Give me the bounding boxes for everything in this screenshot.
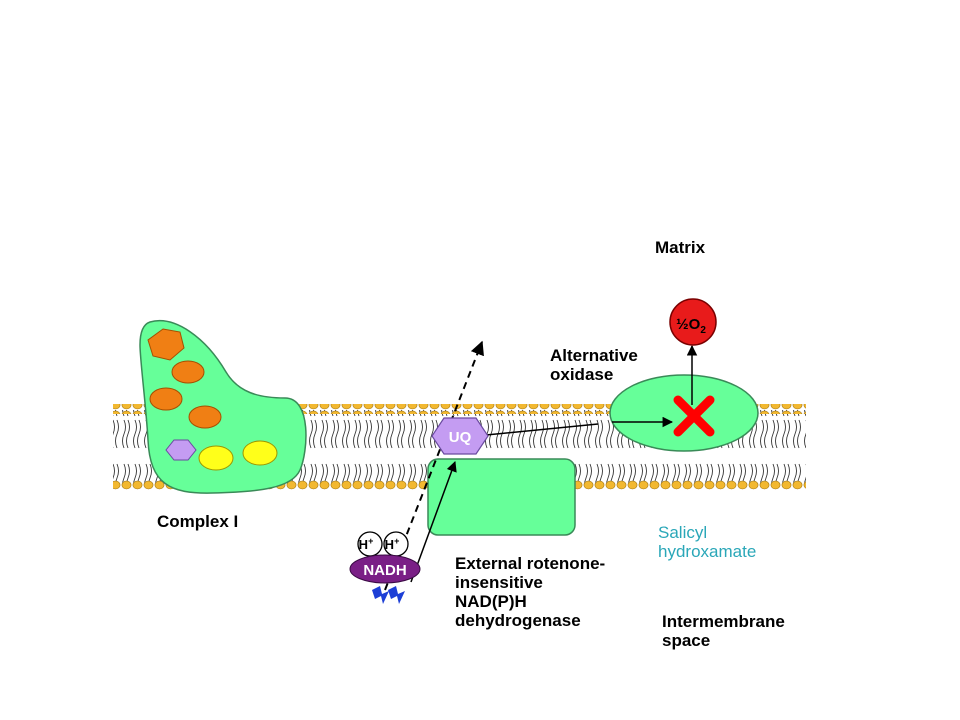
arrow-nadh-to-uq <box>410 461 457 583</box>
proton: H+ <box>357 531 383 557</box>
label-line: Salicyl <box>658 523 708 542</box>
oxygen-subscript: 2 <box>700 325 706 336</box>
external-dehydrogenase <box>427 458 576 536</box>
complex-i <box>139 320 307 494</box>
dashed-arrow <box>384 340 484 591</box>
label-line: insensitive <box>455 573 543 592</box>
cluster-hexagon-purple <box>165 439 197 461</box>
salicyl-hydroxamate-label: Salicyl hydroxamate <box>658 523 756 561</box>
complex-i-label: Complex I <box>157 512 239 531</box>
svg-text:H+: H+ <box>359 536 374 552</box>
cluster-yellow <box>242 440 278 466</box>
arrow-uq-to-oxidase <box>485 423 599 436</box>
nadh: NADH <box>349 554 421 584</box>
proton-charge: + <box>368 536 373 546</box>
alternative-oxidase-label: Alternative oxidase <box>550 346 638 384</box>
uq-label: UQ <box>449 429 472 446</box>
label-line: External rotenone- <box>455 554 606 573</box>
label-line: Intermembrane <box>662 612 785 631</box>
cluster-hexagon-orange <box>147 328 185 361</box>
matrix-label: Matrix <box>655 238 706 257</box>
proton-label: H <box>359 537 368 552</box>
oxygen-label: ½O <box>676 316 701 333</box>
alternative-oxidase <box>609 374 759 452</box>
lightning-bolt-icon <box>372 586 405 604</box>
cluster-orange <box>188 405 222 429</box>
proton-label: H <box>385 537 394 552</box>
cluster-yellow <box>198 445 234 471</box>
proton: H+ <box>383 531 409 557</box>
label-line: space <box>662 631 711 650</box>
label-line: NAD(P)H <box>455 592 527 611</box>
svg-text:½O2: ½O2 <box>676 316 706 336</box>
label-line: Alternative <box>550 346 638 365</box>
label-line: oxidase <box>550 365 614 384</box>
x-cross-icon <box>673 395 715 437</box>
nadh-label: NADH <box>363 562 406 579</box>
label-line: hydroxamate <box>658 542 757 561</box>
svg-text:H+: H+ <box>385 536 400 552</box>
label-line: dehydrogenase <box>455 611 581 630</box>
cluster-orange <box>149 387 183 411</box>
external-dehydrogenase-label: External rotenone- insensitive NAD(P)H d… <box>455 554 605 630</box>
oxygen-molecule: ½O2 <box>669 298 717 346</box>
ubiquinone: UQ <box>431 417 489 455</box>
cluster-orange <box>171 360 205 384</box>
intermembrane-space-label: Intermembrane space <box>662 612 785 650</box>
proton-charge: + <box>394 536 399 546</box>
